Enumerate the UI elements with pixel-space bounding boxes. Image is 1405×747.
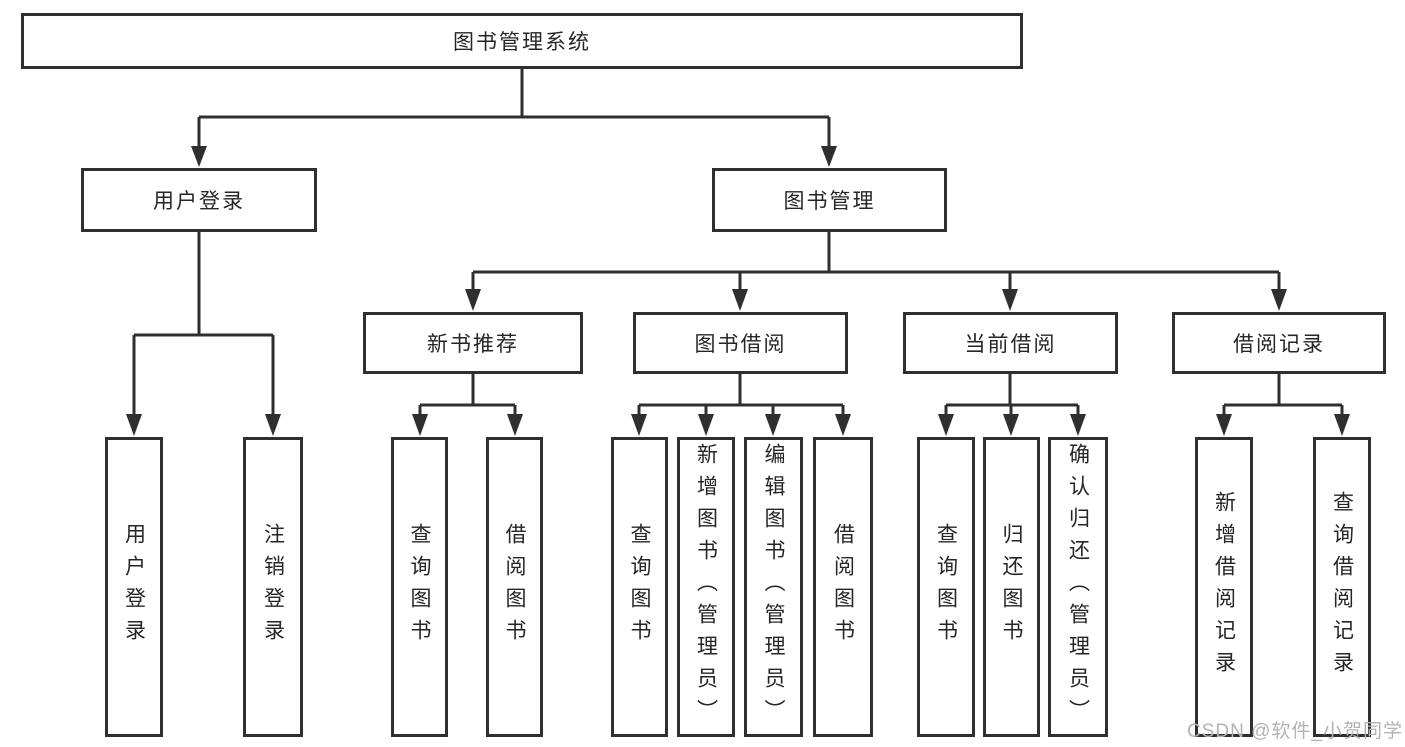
node-label: 图书管理: [783, 190, 876, 213]
leaf-add-book-admin: 新增图书（管理员）: [677, 437, 735, 737]
arrowheads-borrow-records-children: [1216, 414, 1350, 436]
node-user-login: 用户登录: [81, 168, 317, 232]
connector-borrow-records-children: [1222, 374, 1344, 416]
connector-book-management-children: [471, 232, 1281, 291]
node-label: 注销登录: [261, 523, 285, 651]
leaf-logout: 注销登录: [243, 437, 303, 737]
leaf-edit-book-admin: 编辑图书（管理员）: [744, 437, 803, 737]
node-library-management-system: 图书管理系统: [21, 13, 1023, 69]
node-current-borrowing: 当前借阅: [903, 312, 1118, 374]
connector-root-to-level2: [197, 69, 831, 148]
node-label: 当前借阅: [964, 333, 1057, 356]
node-label: 图书借阅: [694, 333, 787, 356]
leaf-user-login: 用户登录: [105, 437, 163, 737]
leaf-rec-borrow-book: 借阅图书: [486, 437, 543, 737]
leaf-borrow-book: 借阅图书: [813, 437, 873, 737]
node-label: 新增借阅记录: [1212, 491, 1236, 683]
arrowheads-user-login-children: [126, 414, 281, 436]
node-borrowing-records: 借阅记录: [1172, 312, 1386, 374]
node-label: 编辑图书（管理员）: [762, 443, 785, 731]
node-label: 查询借阅记录: [1330, 491, 1354, 683]
node-label: 新增图书（管理员）: [694, 443, 718, 731]
node-label: 用户登录: [153, 190, 245, 213]
node-label: 借阅图书: [503, 523, 526, 651]
leaf-current-query-book: 查询图书: [917, 437, 975, 737]
leaf-return-book: 归还图书: [983, 437, 1040, 737]
arrowheads-level2: [191, 146, 837, 167]
node-label: 借阅图书: [831, 523, 855, 651]
arrowheads-new-book-children: [412, 414, 523, 436]
node-label: 归还图书: [1000, 523, 1023, 651]
leaf-add-borrow-record: 新增借阅记录: [1195, 437, 1253, 737]
node-book-borrowing: 图书借阅: [633, 312, 848, 374]
node-label: 查询图书: [408, 523, 431, 651]
arrowheads-book-management-children: [465, 289, 1287, 311]
connector-user-login-children: [132, 232, 275, 416]
arrowheads-current-borrow-children: [938, 414, 1086, 436]
leaf-query-borrow-record: 查询借阅记录: [1313, 437, 1371, 737]
node-book-management: 图书管理: [712, 168, 947, 232]
node-label: 查询图书: [934, 523, 958, 651]
connector-book-borrow-children: [637, 374, 845, 416]
node-label: 用户登录: [122, 523, 146, 651]
connector-current-borrow-children: [944, 374, 1080, 416]
node-new-book-recommendation: 新书推荐: [363, 312, 583, 374]
leaf-confirm-return-admin: 确认归还（管理员）: [1048, 437, 1108, 737]
node-label: 借阅记录: [1233, 333, 1325, 356]
node-label: 图书管理系统: [453, 31, 591, 54]
node-label: 查询图书: [628, 523, 651, 651]
node-label: 确认归还（管理员）: [1066, 443, 1090, 731]
leaf-rec-query-book: 查询图书: [391, 437, 448, 737]
node-label: 新书推荐: [427, 333, 519, 356]
arrowheads-book-borrow-children: [631, 414, 851, 436]
connector-new-book-children: [418, 374, 517, 416]
leaf-borrow-query-book: 查询图书: [611, 437, 668, 737]
